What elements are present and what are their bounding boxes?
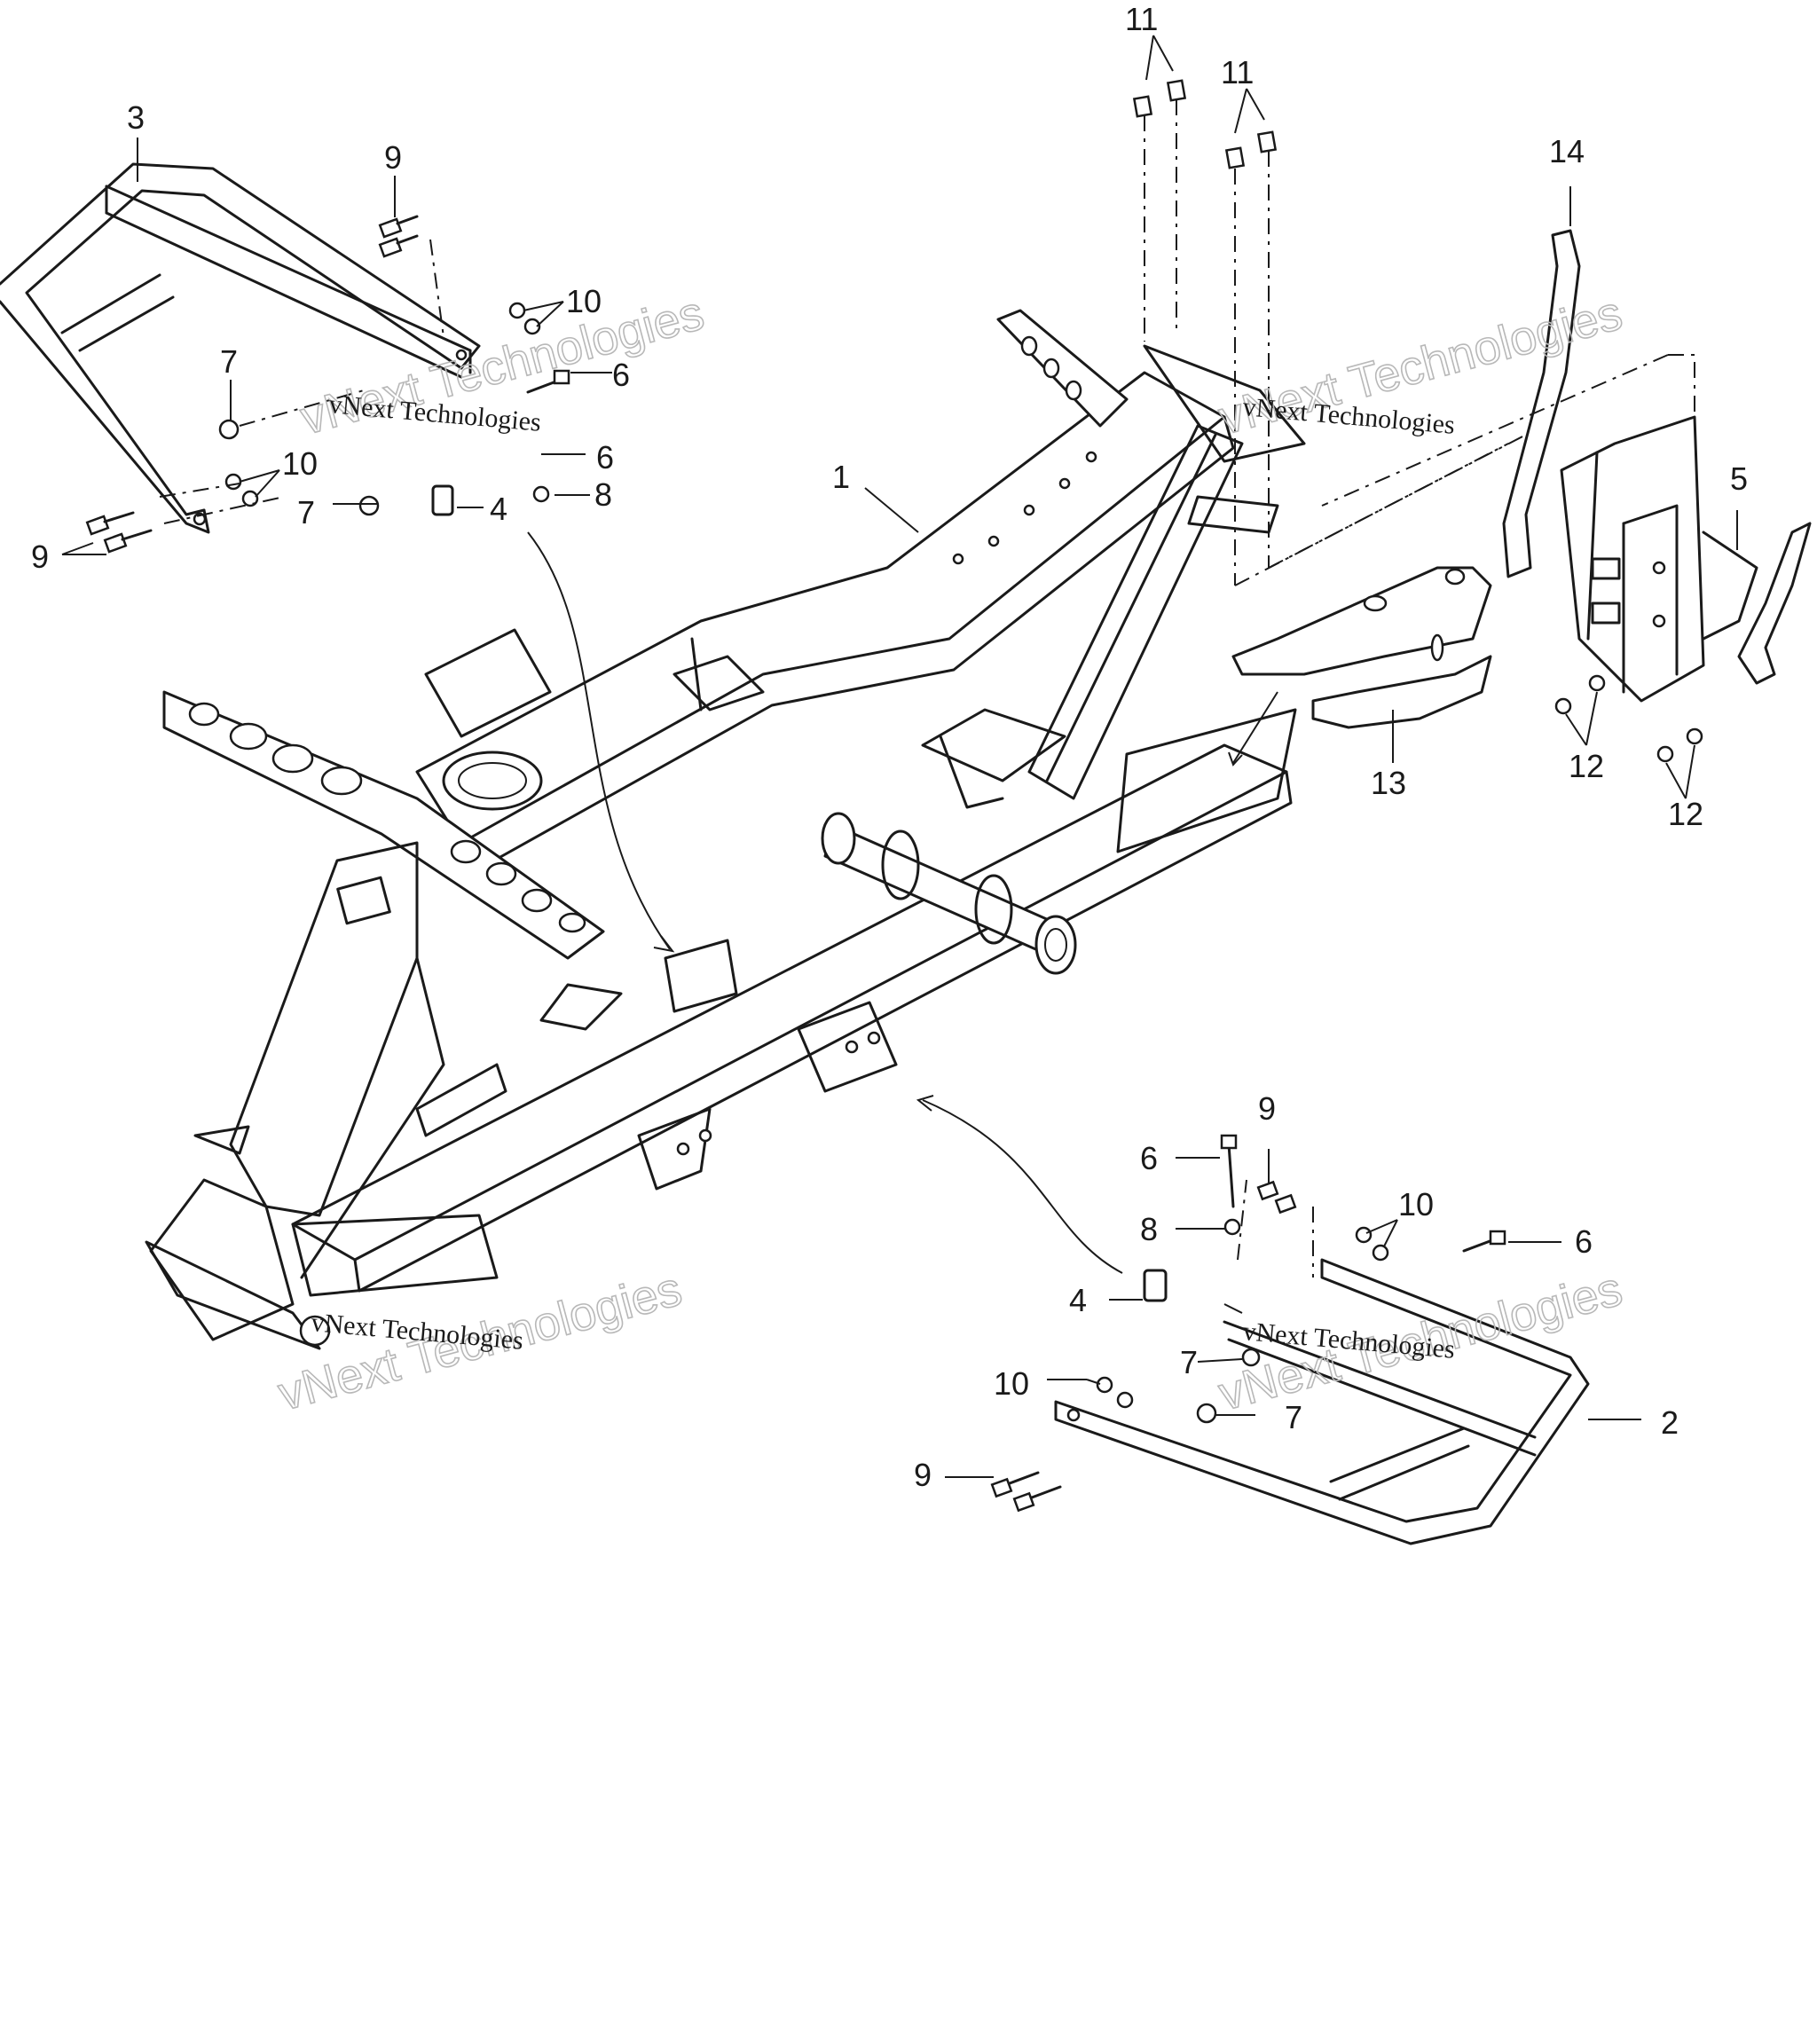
- callout-6-upper-b: 6: [596, 439, 614, 476]
- step-frame-right: [1054, 1258, 1590, 1545]
- callout-6-lower-a: 6: [1140, 1140, 1158, 1176]
- callout-5: 5: [1730, 460, 1748, 497]
- callout-9-lower-a: 9: [1258, 1090, 1276, 1127]
- callout-10-lower-a: 10: [1398, 1186, 1434, 1222]
- main-frame: [145, 309, 1306, 1350]
- callout-14: 14: [1549, 133, 1585, 169]
- rear-bracket: [1560, 415, 1758, 703]
- callout-labels: 1 2 3 4 4 5 6 6 6 6 7 7 7 7 8 8 9 9 9 9 …: [31, 1, 1748, 1493]
- callout-9-upper-b: 9: [31, 539, 49, 575]
- callout-11-b: 11: [1221, 54, 1254, 90]
- curved-bar: [1502, 229, 1812, 685]
- callout-3: 3: [127, 99, 145, 136]
- callout-11-a: 11: [1125, 1, 1158, 37]
- callout-1: 1: [832, 459, 850, 495]
- callout-6-upper-a: 6: [612, 357, 630, 393]
- assembly-arrows: [527, 531, 1278, 1314]
- alignment-lines: [159, 99, 1695, 1278]
- callout-7-upper-b: 7: [297, 494, 315, 531]
- callout-10-lower-b: 10: [994, 1365, 1029, 1402]
- callout-12-b: 12: [1668, 796, 1703, 832]
- callout-8-lower: 8: [1140, 1211, 1158, 1247]
- step-frame-left: [0, 162, 481, 534]
- callout-12-a: 12: [1569, 748, 1604, 784]
- callout-10-upper-a: 10: [566, 283, 602, 319]
- callout-13: 13: [1371, 765, 1406, 801]
- callout-6-lower-b: 6: [1575, 1223, 1593, 1260]
- callout-10-upper-b: 10: [282, 445, 318, 482]
- callout-4-lower: 4: [1069, 1282, 1087, 1318]
- callout-2: 2: [1661, 1404, 1679, 1441]
- callout-9-upper-a: 9: [384, 139, 402, 176]
- callout-4-upper: 4: [490, 491, 507, 527]
- rear-plates: [1231, 566, 1492, 729]
- callout-7-lower-a: 7: [1180, 1344, 1198, 1380]
- leader-lines: [61, 35, 1738, 1478]
- callout-8-upper: 8: [594, 476, 612, 513]
- callout-7-upper-a: 7: [220, 343, 238, 380]
- callout-7-lower-b: 7: [1285, 1399, 1302, 1435]
- callout-9-lower-b: 9: [914, 1457, 932, 1493]
- fasteners: [85, 79, 1703, 1513]
